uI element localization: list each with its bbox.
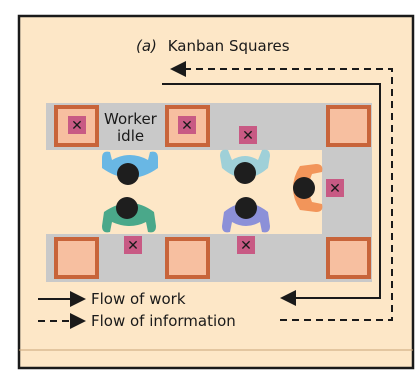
worker-head [235, 197, 257, 219]
worker-green [102, 197, 156, 233]
worker-note-line1: Worker [104, 110, 158, 128]
x-mark-icon: ✕ [329, 181, 341, 197]
info-flow-line [170, 61, 393, 321]
worker-blue [102, 151, 158, 185]
title: (a) Kanban Squares [136, 37, 290, 55]
title-text: Kanban Squares [168, 37, 290, 55]
work-flow-line [162, 83, 381, 306]
legend-info-label: Flow of information [91, 312, 236, 330]
worker-head [117, 163, 139, 185]
x-mark-icon: ✕ [181, 118, 193, 134]
worker-teal [220, 149, 270, 184]
worker-head [234, 162, 256, 184]
x-mark-icon: ✕ [240, 238, 252, 254]
square-bottom-left [54, 237, 99, 279]
title-prefix: (a) [136, 37, 157, 55]
square-bottom-mid [165, 237, 210, 279]
worker-note-line2: idle [117, 127, 144, 145]
square-bottom-right [326, 237, 371, 279]
worker-head [116, 197, 138, 219]
x-mark-icon: ✕ [242, 128, 254, 144]
square-top-right [326, 105, 371, 147]
x-mark-icon: ✕ [71, 118, 83, 134]
worker-head [293, 177, 315, 199]
marker-bottom-middle: ✕ [237, 236, 255, 254]
marker-top-left: ✕ [68, 116, 86, 134]
worker-orange [293, 164, 323, 212]
marker-right-worker: ✕ [326, 179, 344, 197]
marker-upper-middle: ✕ [239, 126, 257, 144]
marker-bottom-left: ✕ [124, 236, 142, 254]
legend-work-label: Flow of work [91, 290, 186, 308]
x-mark-icon: ✕ [127, 238, 139, 254]
marker-top-mid: ✕ [178, 116, 196, 134]
worker-purple [222, 197, 270, 233]
